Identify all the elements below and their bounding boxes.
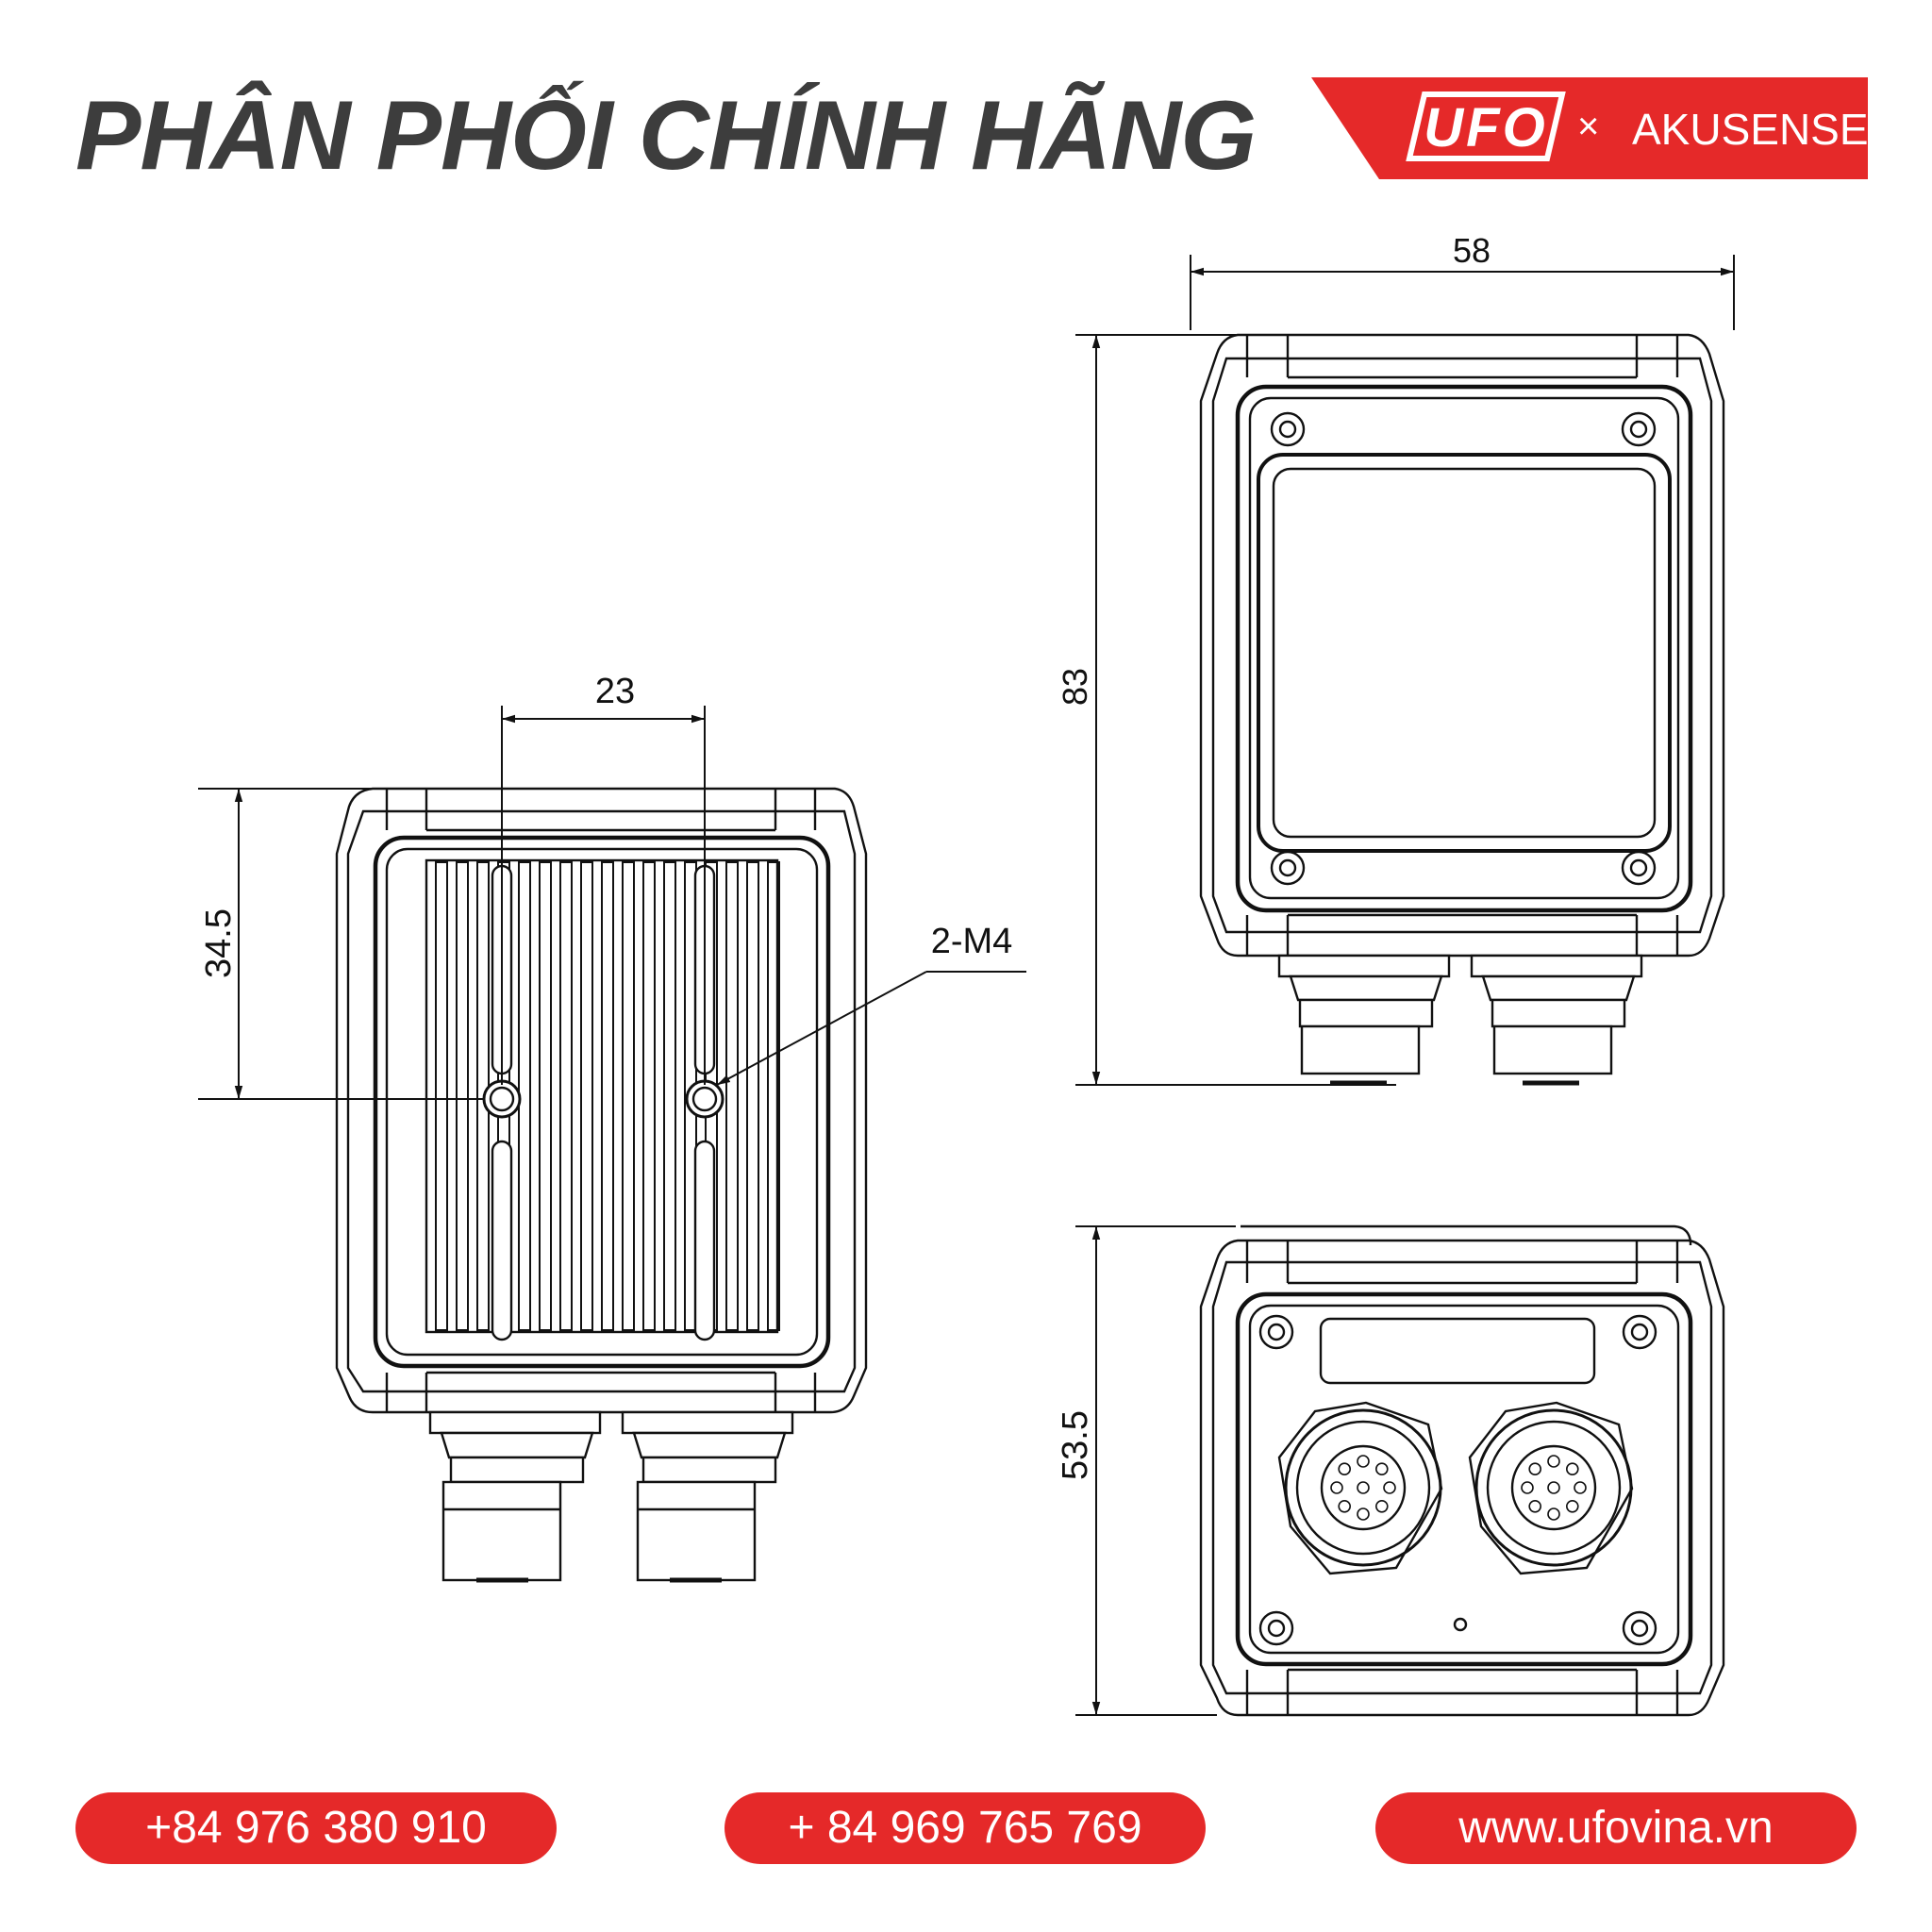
cooling-fin [539,861,552,1331]
connector-pin [1547,1481,1560,1494]
phone-1-button[interactable]: +84 976 380 910 [75,1792,557,1864]
rear-width-dim-label: 23 [595,672,635,711]
rear-height-dim-label: 34.5 [199,908,239,978]
connector-pin [1357,1455,1370,1468]
cooling-fin [559,861,573,1331]
connector-pin [1383,1481,1396,1494]
connector-pin [1566,1500,1579,1513]
connector-pin [1547,1455,1560,1468]
bottom-dimensions [1075,1225,1236,1716]
front-connectors [1277,954,1643,1086]
akusense-logo: AKUSENSE [1632,105,1869,154]
cooling-fin [622,861,635,1331]
connector-pin [1574,1481,1587,1494]
bottom-height-dim-label: 53.5 [1056,1410,1095,1480]
connector-pin [1521,1481,1534,1494]
front-width-dim-label: 58 [1453,231,1491,270]
connector-pin [1528,1462,1541,1475]
front-dimensions [1075,255,1735,1086]
phone-2-button[interactable]: + 84 969 765 769 [724,1792,1206,1864]
cooling-fin [580,861,593,1331]
connector-pin [1547,1507,1560,1521]
rear-dimensions [198,706,1026,1100]
connector-pin [1338,1462,1351,1475]
cooling-fin [725,861,739,1331]
cooling-fin [456,861,469,1331]
connector-pin [1330,1481,1343,1494]
cooling-fin [642,861,656,1331]
cooling-fin [767,861,780,1331]
cooling-fin [746,861,759,1331]
cooling-fin [663,861,676,1331]
connector-pin [1375,1462,1389,1475]
connector-pin [1375,1500,1389,1513]
brand-banner-background [1311,77,1868,179]
page-headline: PHÂN PHỐI CHÍNH HÃNG [75,81,1257,191]
connector-pin [1566,1462,1579,1475]
connector-pins [1330,1455,1587,1521]
cooling-fin [435,861,448,1331]
front-view [1199,333,1725,958]
connector-pin [1338,1500,1351,1513]
ufo-logo-frame [1406,92,1566,161]
front-height-dim-label: 83 [1056,668,1094,706]
connector-pin [1528,1500,1541,1513]
cooling-fin [601,861,614,1331]
brand-separator: × [1577,106,1600,147]
mount-hole-note: 2-M4 [931,922,1013,961]
website-link[interactable]: www.ufovina.vn [1375,1792,1857,1864]
ufo-logo: UFO [1406,89,1566,164]
ufo-logo-text: UFO [1424,97,1548,158]
connector-pin [1357,1481,1370,1494]
rear-connectors [428,1410,794,1583]
brand-banner: UFO × AKUSENSE [1311,77,1869,179]
rear-view [335,787,868,1414]
bottom-view [1199,1224,1725,1717]
connector-pin [1357,1507,1370,1521]
